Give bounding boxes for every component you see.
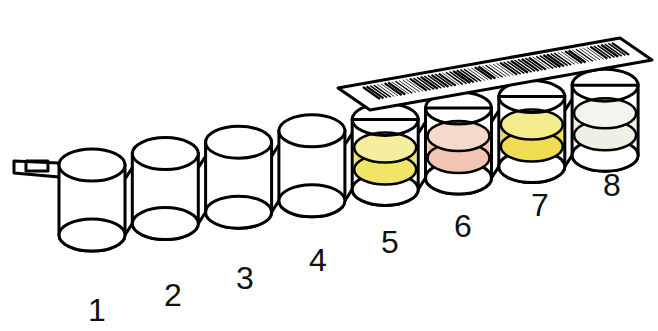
- well: [279, 115, 345, 217]
- barcode-bar: [547, 54, 564, 66]
- callout-number: 7: [531, 189, 549, 221]
- well: [572, 69, 638, 171]
- well: [352, 103, 418, 205]
- well-bottom: [132, 208, 198, 240]
- callout-number: 4: [309, 244, 327, 276]
- barcode-bar: [370, 86, 387, 98]
- barcode-bar: [572, 50, 589, 62]
- callout-number: 5: [381, 226, 399, 258]
- label-outline: [338, 38, 652, 110]
- barcode-bar: [388, 83, 405, 95]
- barcode-bar: [486, 65, 503, 77]
- barcode-bar: [576, 49, 593, 61]
- well: [132, 138, 198, 240]
- well-rim: [132, 138, 198, 170]
- barcode-bar: [482, 66, 499, 78]
- barcode-bar: [432, 75, 449, 87]
- barcode-bar: [392, 82, 409, 94]
- callout-number: 3: [236, 262, 254, 294]
- barcode-bar: [515, 60, 532, 72]
- well-bottom: [279, 185, 345, 217]
- barcode-bar: [478, 67, 495, 79]
- well: [59, 149, 125, 251]
- barcode-bar: [424, 76, 441, 88]
- barcode-bar: [493, 64, 510, 76]
- barcode-bar: [460, 70, 477, 82]
- barcode-bar: [367, 86, 384, 98]
- barcode-bar: [522, 59, 539, 71]
- barcode-bar: [439, 74, 456, 86]
- barcode-bar: [583, 48, 600, 60]
- strip-tab: [14, 161, 59, 177]
- barcode-bar: [413, 78, 430, 90]
- well-bottom: [59, 219, 125, 251]
- barcode-label: [338, 38, 652, 110]
- barcode-bar: [504, 62, 521, 74]
- tab-slot: [26, 161, 48, 171]
- barcode-bars: [363, 43, 629, 99]
- well: [499, 81, 565, 183]
- callout-number: 6: [454, 210, 472, 242]
- barcode-bar: [569, 51, 586, 63]
- barcode-bar: [605, 44, 622, 56]
- well-rim: [206, 126, 272, 158]
- barcode-bar: [395, 81, 412, 93]
- callout-number: 1: [88, 294, 106, 326]
- well-bottom: [206, 196, 272, 228]
- barcode-bar: [457, 70, 474, 82]
- well-rim: [572, 69, 638, 101]
- barcode-bar: [403, 80, 420, 92]
- barcode-bar: [529, 58, 546, 70]
- well-rim: [59, 149, 125, 181]
- well-rim: [279, 115, 345, 147]
- barcode-bar: [612, 43, 629, 55]
- barcode-bar: [551, 54, 568, 66]
- callout-number: 8: [603, 169, 621, 201]
- callout-number: 2: [164, 279, 182, 311]
- well: [426, 92, 492, 194]
- well: [206, 126, 272, 228]
- barcode-bar: [594, 46, 611, 58]
